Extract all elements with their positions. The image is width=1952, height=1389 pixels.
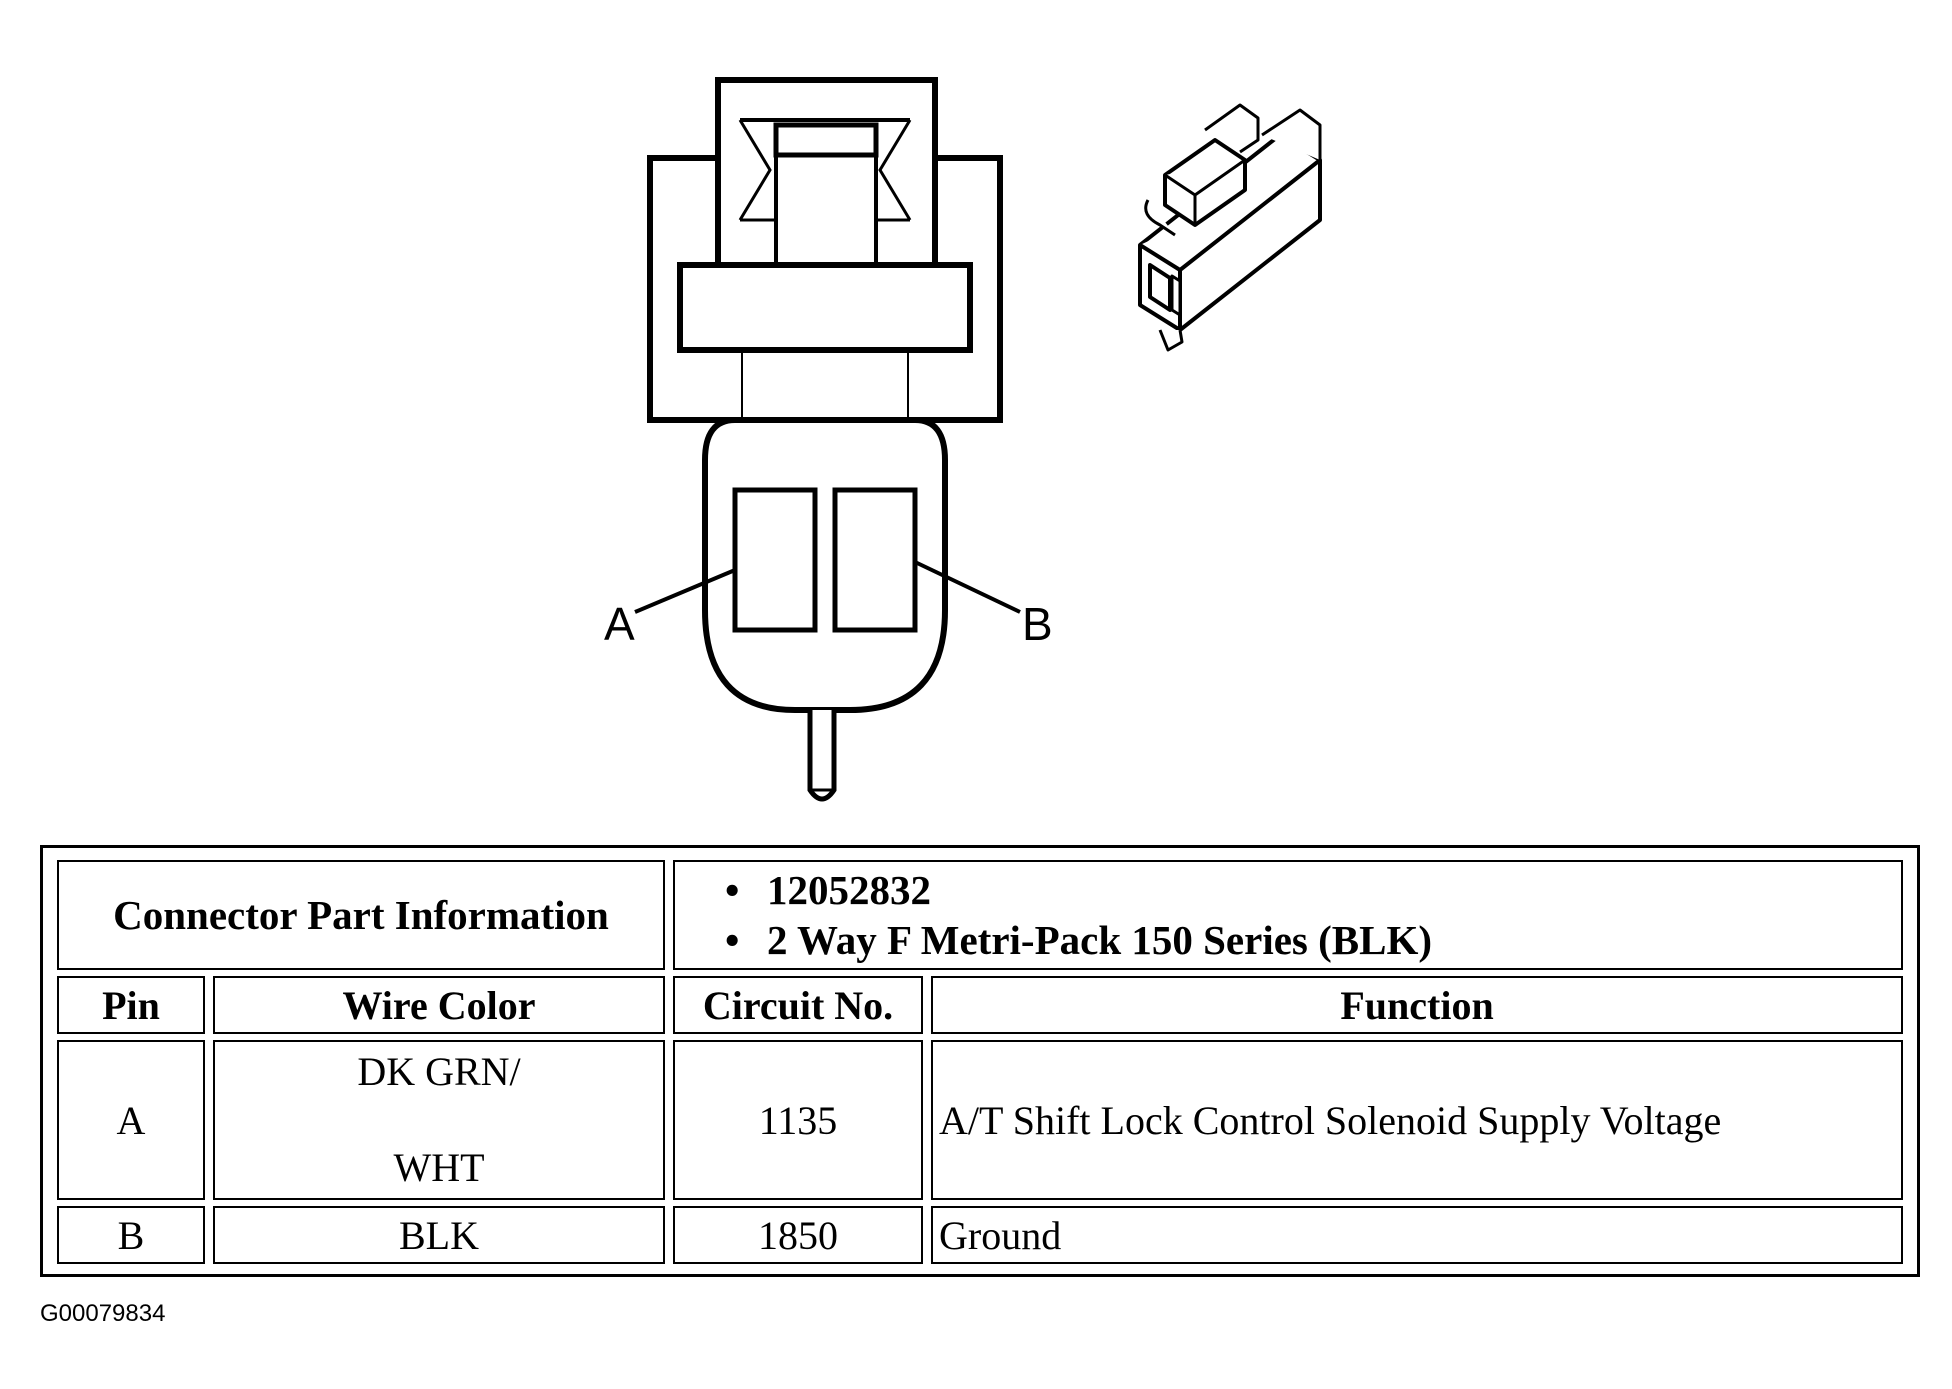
wire-color-cell: DK GRN/ WHT bbox=[213, 1040, 666, 1200]
table-row: B BLK 1850 Ground bbox=[57, 1206, 1903, 1264]
connector-part-information-label: Connector Part Information bbox=[57, 860, 666, 970]
circuit-cell: 1135 bbox=[673, 1040, 924, 1200]
part-list-item: •12052832 bbox=[725, 867, 932, 913]
wire-color-cell: BLK bbox=[213, 1206, 666, 1264]
circuit-cell: 1850 bbox=[673, 1206, 924, 1264]
function-cell: Ground bbox=[931, 1206, 1903, 1264]
connector-face-view-icon bbox=[634, 77, 1021, 802]
pin-label-b: B bbox=[1022, 598, 1053, 650]
table-row: A DK GRN/ WHT 1135 A/T Shift Lock Contro… bbox=[57, 1040, 1903, 1200]
bullet-icon: • bbox=[725, 867, 740, 913]
bullet-icon: • bbox=[725, 917, 740, 963]
connector-part-list: •12052832 •2 Way F Metri-Pack 150 Series… bbox=[673, 860, 1903, 970]
pin-label-a: A bbox=[604, 598, 635, 650]
header-pin: Pin bbox=[57, 976, 205, 1034]
header-wire-color: Wire Color bbox=[213, 976, 666, 1034]
function-cell: A/T Shift Lock Control Solenoid Supply V… bbox=[931, 1040, 1903, 1200]
wire-color-line-2: WHT bbox=[393, 1145, 485, 1190]
connector-info-table: Connector Part Information •12052832 •2 … bbox=[40, 845, 1920, 1277]
connector-diagram: A B bbox=[604, 77, 1322, 802]
pin-cell: B bbox=[57, 1206, 205, 1264]
part-list-item: •2 Way F Metri-Pack 150 Series (BLK) bbox=[725, 917, 1433, 963]
figure-id: G00079834 bbox=[40, 1300, 166, 1327]
connector-isometric-view-icon bbox=[1138, 103, 1322, 352]
header-function: Function bbox=[931, 976, 1903, 1034]
wire-color-line-1: DK GRN/ bbox=[357, 1049, 521, 1094]
pin-cell: A bbox=[57, 1040, 205, 1200]
header-circuit-no: Circuit No. bbox=[673, 976, 924, 1034]
